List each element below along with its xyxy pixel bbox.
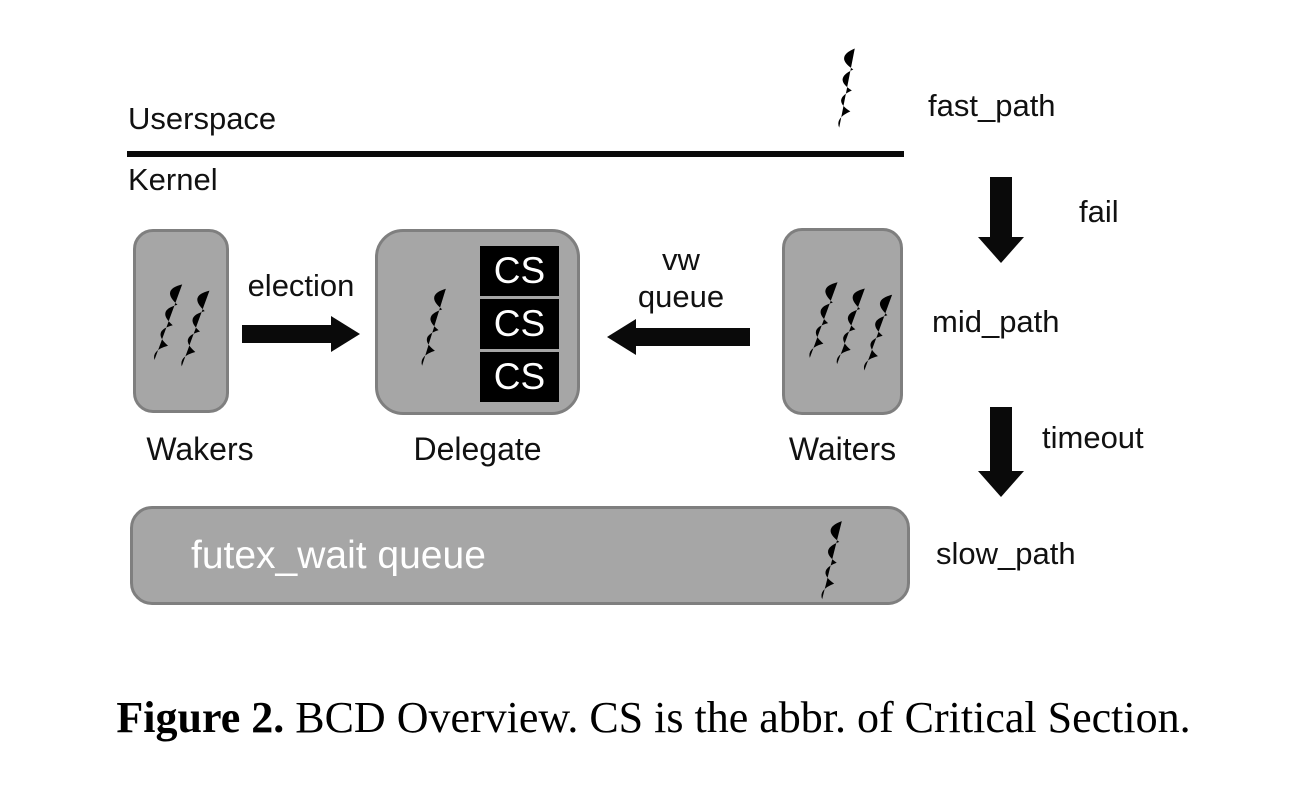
kernel-label: Kernel [128,162,218,197]
thread-squiggle-icon [420,286,446,368]
figure-caption: Figure 2. BCD Overview. CS is the abbr. … [0,692,1293,743]
election-label: election [247,268,355,303]
vw-queue-line1: vw [662,242,700,277]
fast-path-label: fast_path [928,88,1056,123]
thread-squiggle-icon [837,47,855,129]
delegate-box: CS CS CS [375,229,580,415]
fail-arrow-icon [978,177,1024,263]
waiters-label: Waiters [788,431,897,467]
critical-section-cell: CS [480,352,559,402]
slow-path-label: slow_path [936,536,1076,571]
figure-caption-tag: Figure 2. [116,693,285,742]
critical-section-cell: CS [480,246,559,296]
timeout-label: timeout [1042,420,1144,455]
wakers-box [133,229,229,413]
userspace-label: Userspace [128,101,277,136]
userspace-kernel-divider [127,151,904,157]
vw-queue-arrow-icon [607,319,750,355]
timeout-arrow-icon [978,407,1024,497]
figure-caption-text: BCD Overview. CS is the abbr. of Critica… [295,693,1191,742]
mid-path-label: mid_path [932,304,1060,339]
thread-squiggle-icon [820,519,842,601]
waiters-box [782,228,903,415]
wakers-label: Wakers [146,431,254,467]
delegate-label: Delegate [413,431,542,467]
fail-label: fail [1079,194,1119,229]
critical-section-stack: CS CS CS [480,246,559,402]
critical-section-cell: CS [480,299,559,349]
futex-wait-queue-label: futex_wait queue [191,533,486,577]
waiters-threads [799,274,900,378]
vw-queue-line2: queue [637,279,725,315]
wakers-threads [144,276,217,374]
futex-wait-queue-box: futex_wait queue [130,506,910,605]
election-arrow-icon [242,316,360,352]
